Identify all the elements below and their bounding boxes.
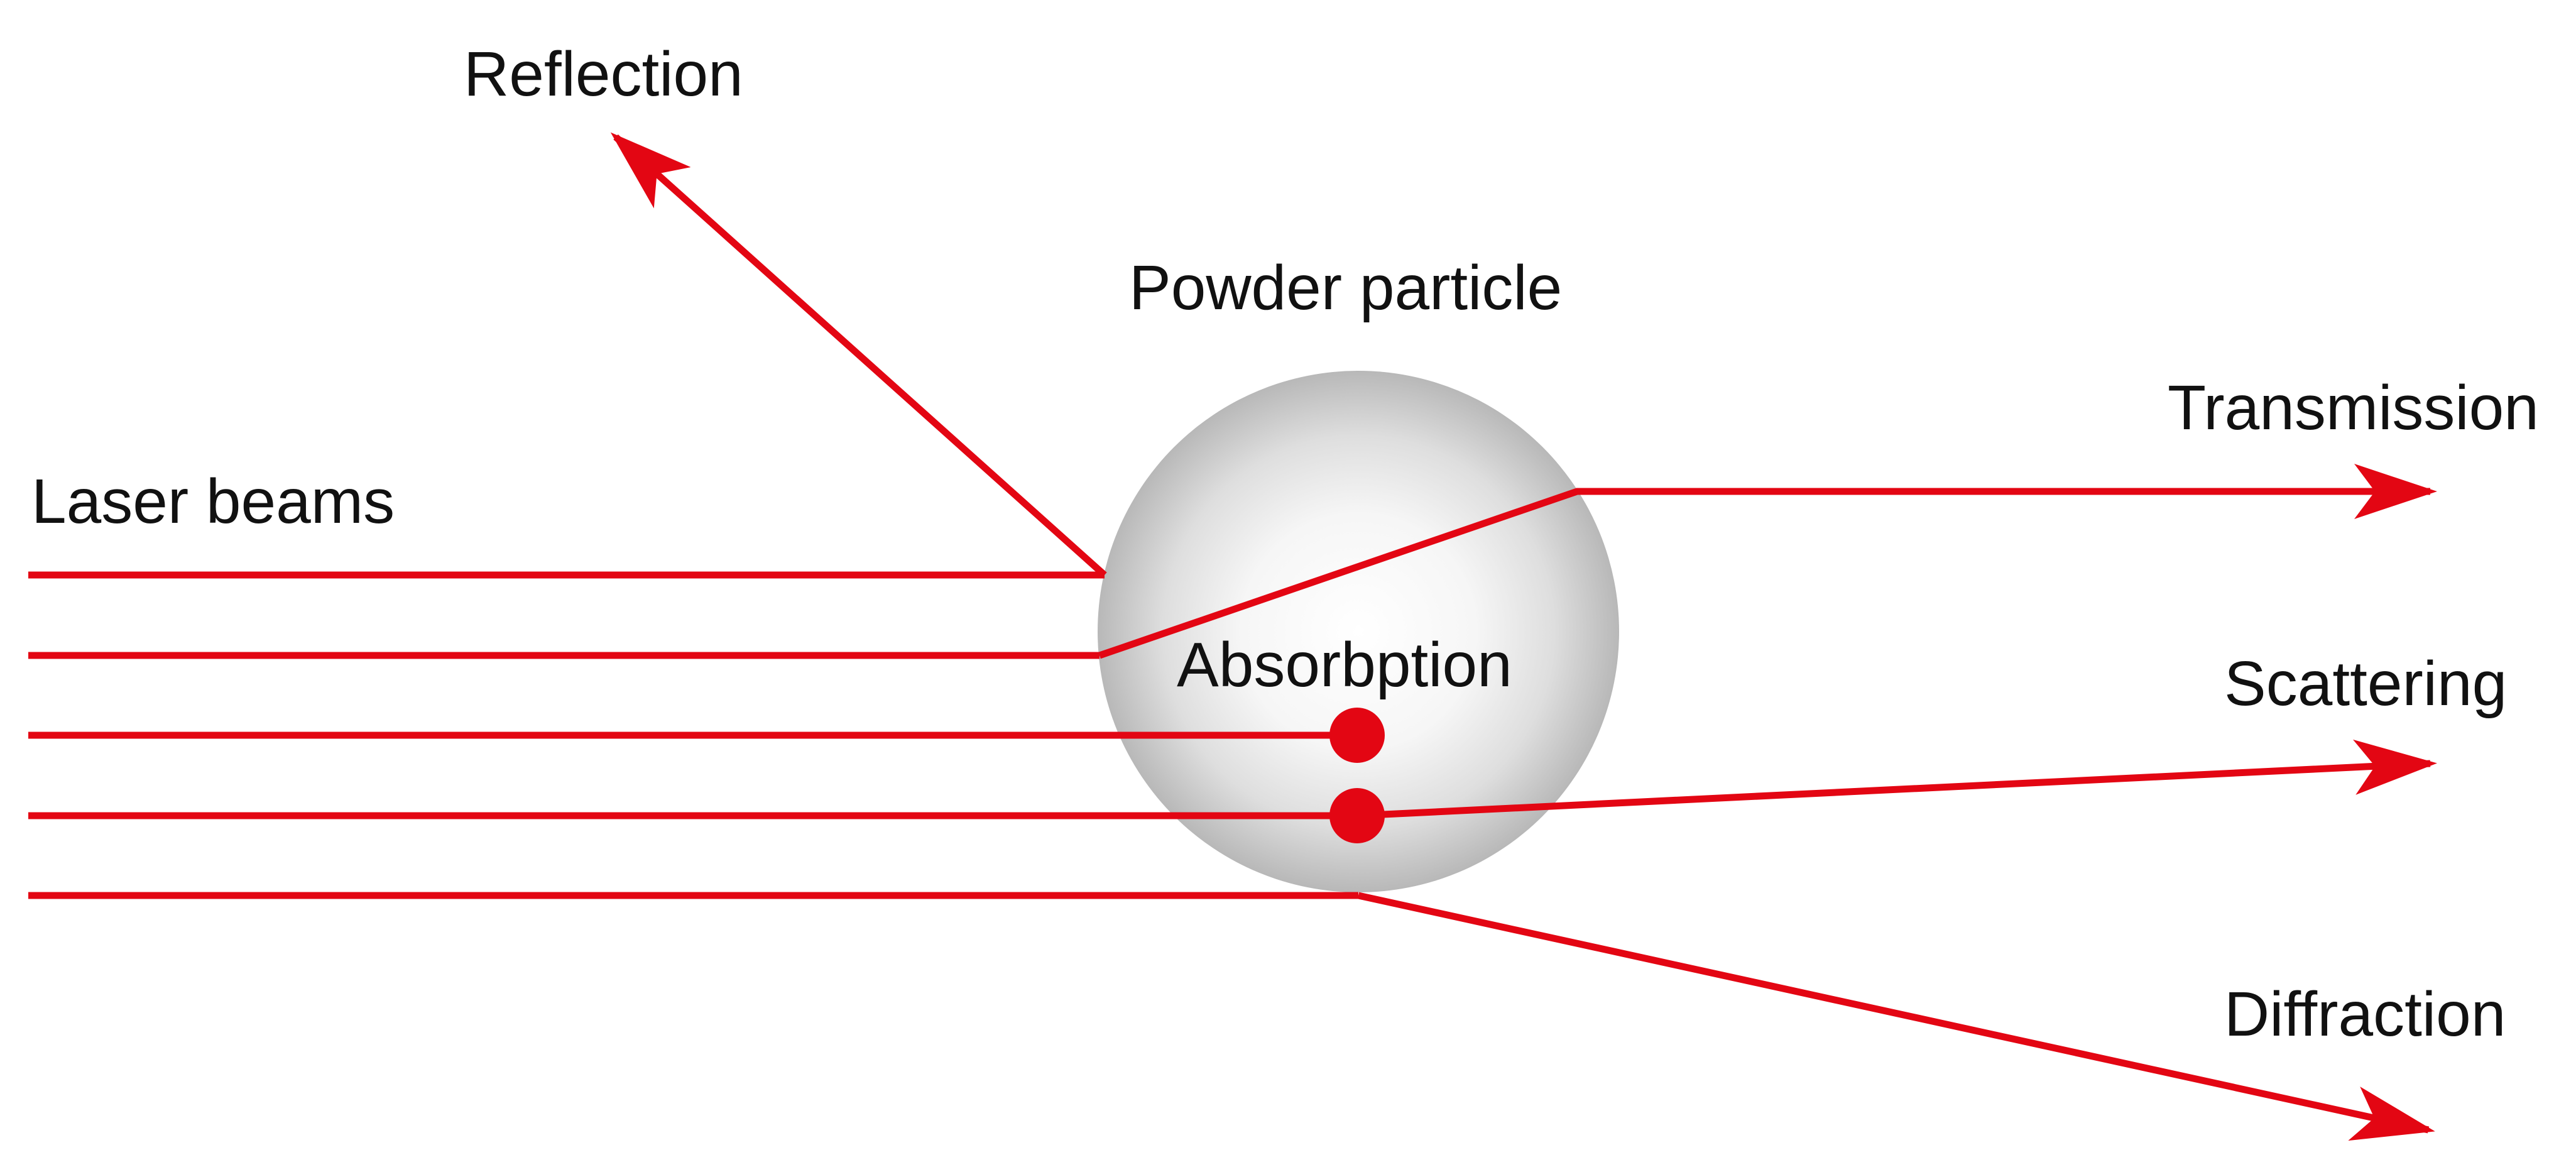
reflection-label: Reflection	[464, 39, 743, 109]
laser-beams	[28, 571, 1358, 899]
absorption-label: Absorbption	[1177, 630, 1512, 700]
diffraction-label: Diffraction	[2224, 979, 2506, 1049]
outgoing-beams	[610, 132, 2437, 1141]
absorption-dot-icon	[1329, 788, 1385, 843]
diffraction-arrow	[1357, 892, 2435, 1141]
scattering-label: Scattering	[2224, 649, 2507, 719]
reflection-arrow	[610, 132, 1107, 578]
powder-particle	[1098, 371, 1619, 892]
powder-particle-label: Powder particle	[1129, 253, 1562, 323]
scattering-arrow	[1356, 739, 2437, 819]
laser-beams-label: Laser beams	[31, 466, 395, 537]
transmission-label: Transmission	[2168, 373, 2539, 443]
transmission-path	[1098, 464, 2437, 659]
absorption-dot-icon	[1329, 708, 1385, 763]
